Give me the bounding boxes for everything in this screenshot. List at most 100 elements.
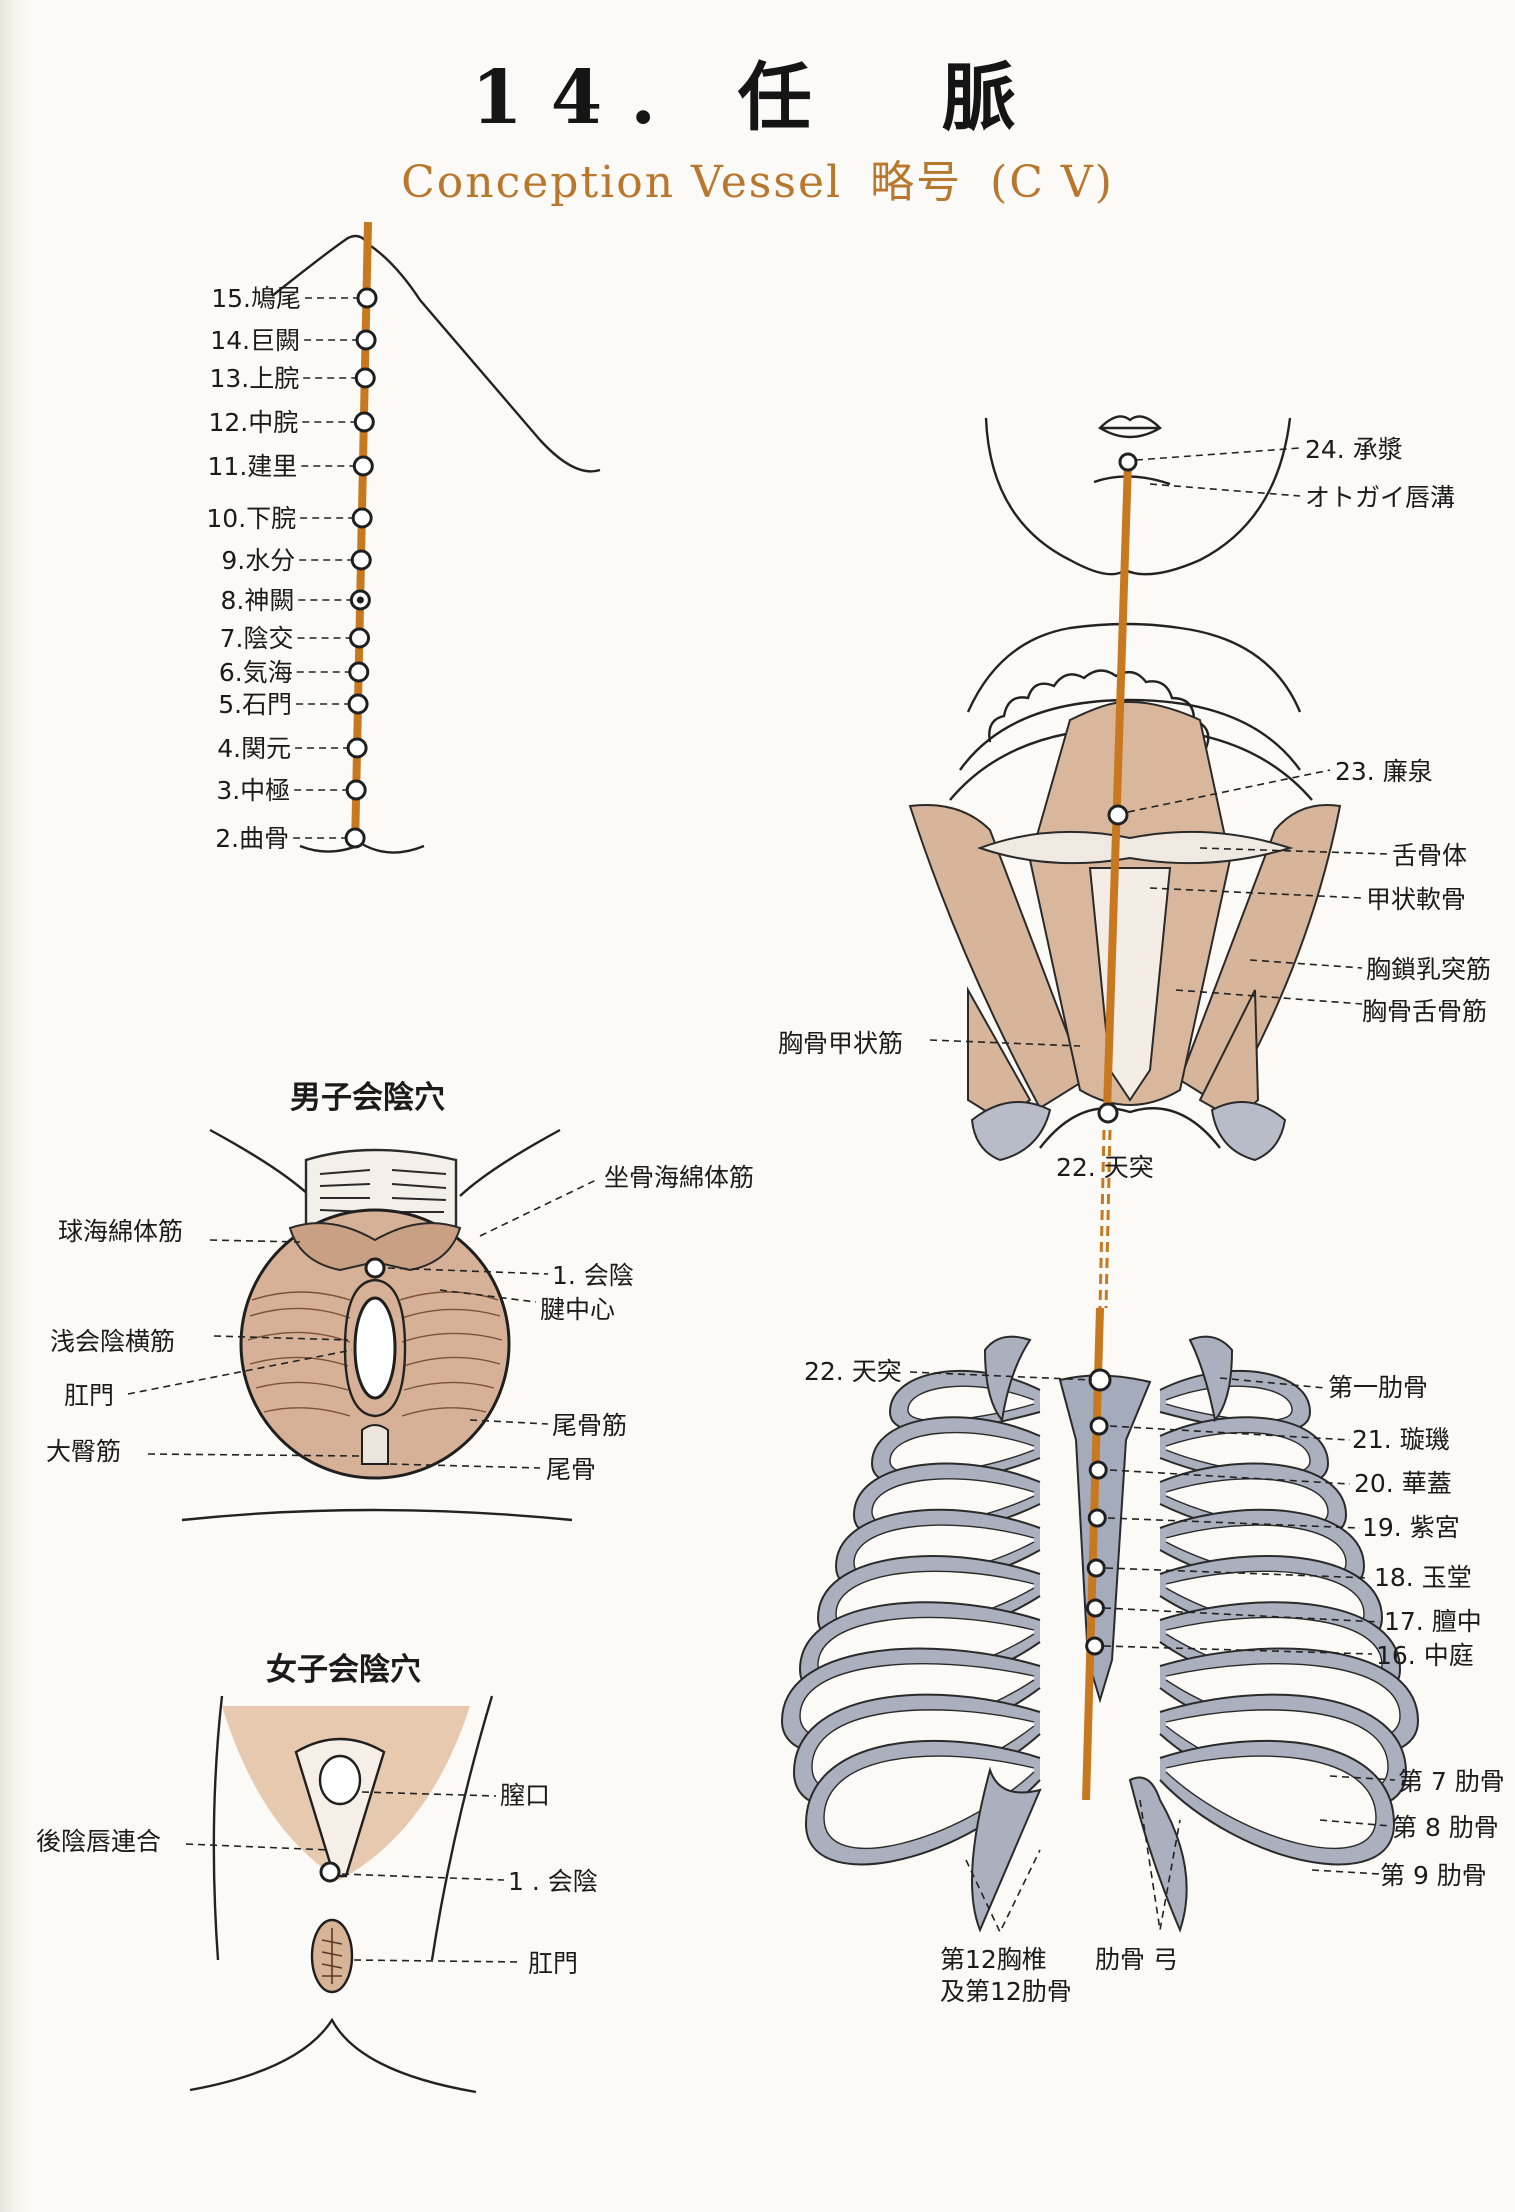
label-cv24: 24. 承漿 [1305,435,1403,464]
label-female-anus: 肛門 [528,1949,578,1978]
rib-12-left [971,1766,1042,1933]
abdomen-point [345,779,367,801]
label-mentolabial: オトガイ唇溝 [1305,483,1455,512]
male-scrotum-lines [319,1169,447,1213]
label-hyoid: 舌骨体 [1392,841,1467,870]
face-neck-meridian-line [1103,461,1132,1111]
abdomen-point [352,455,374,477]
label-rib7: 第 7 肋骨 [1398,1767,1505,1796]
lead-cv17 [1103,1607,1381,1623]
subtitle-english: Conception Vessel [401,157,843,208]
label-cv18: 18. 玉堂 [1374,1563,1472,1592]
chest-point [1089,1416,1109,1436]
page-title: 14. 任 脈 [471,55,1044,141]
abdomen-point-label: 15.鳩尾 [211,284,301,313]
face-neck-diagram: 24. 承漿 オトガイ唇溝 23. 廉泉 舌骨体 甲状軟骨 胸鎖乳突筋 胸骨舌骨… [778,415,1491,1309]
lead-coccygeus [469,1419,549,1425]
subtitle-abbr: (C V) [990,157,1114,208]
lead-commissure [185,1843,331,1851]
chest-point [1086,1558,1106,1578]
abdomen-point-label: 8.神闕 [220,586,294,615]
label-scm: 胸鎖乳突筋 [1366,955,1491,984]
male-cv1-point [364,1257,386,1279]
label-male-cv1: 1. 会陰 [552,1261,634,1290]
male-lower-outline [181,1508,573,1522]
abdomen-point [355,329,377,351]
clavicle-notch-right [1188,1335,1234,1423]
abdomen-point-label: 13.上脘 [209,364,299,393]
cv23-point [1107,804,1129,826]
lead-vagina [361,1791,497,1797]
sternal-notch-outline [1039,1107,1221,1149]
label-sternothyroid: 胸骨甲状筋 [778,1029,903,1058]
clavicle-notch-left [983,1335,1032,1423]
mandible-outline [966,622,1302,713]
lead-cv19 [1107,1517,1361,1529]
abdomen-point [349,627,371,649]
lead-cv20 [1109,1469,1351,1485]
lead-rib7 [1329,1775,1396,1781]
chest-point [1085,1636,1105,1656]
lead-cv21 [1109,1425,1351,1441]
label-ischio: 坐骨海綿体筋 [604,1163,754,1192]
female-cv1-point [319,1861,341,1883]
lead-arch [1139,1799,1181,1931]
label-rib1: 第一肋骨 [1328,1373,1428,1402]
rib-12-right [1128,1776,1188,1933]
label-commissure: 後陰唇連合 [36,1827,161,1856]
abdomen-diagram: 15.鳩尾14.巨闕13.上脘12.中脘11.建里10.下脘9.水分8.神闕7.… [206,221,601,854]
clavicle-right [1210,1101,1287,1162]
abdomen-point [346,737,368,759]
label-t12-line1: 第12胸椎 [940,1945,1047,1974]
female-lower-outline [189,2017,477,2094]
meridian-continuation-dashed-2 [1104,1129,1112,1309]
abdomen-point [344,827,366,849]
female-perineum-heading: 女子会陰穴 [266,1652,421,1688]
female-vaginal-opening [318,1754,362,1806]
abdomen-point-label: 6.気海 [219,658,293,687]
label-bulbo: 球海綿体筋 [58,1217,183,1246]
abdomen-points: 15.鳩尾14.巨闕13.上脘12.中脘11.建里10.下脘9.水分8.神闕7.… [206,284,378,853]
navel-dot [356,596,364,604]
lead-cv18 [1105,1567,1371,1579]
lead-female-cv1 [341,1873,505,1881]
lead-cv16 [1103,1645,1373,1655]
sternum-bone [1058,1374,1152,1704]
label-transverse: 浅会陰横筋 [50,1327,175,1356]
page-subtitle: Conception Vessel 略号 (C V) [0,146,1515,210]
label-cv16: 16. 中庭 [1376,1641,1474,1670]
abdomen-point-label: 11.建里 [208,452,298,481]
abdomen-point [356,287,378,309]
lead-cv23 [1127,769,1331,813]
lead-tendon [439,1289,537,1303]
abdomen-point-label: 5.石門 [218,690,292,719]
label-thyroid: 甲状軟骨 [1366,885,1466,914]
lead-rib9 [1311,1869,1381,1875]
abdomen-point-label: 14.巨闕 [210,326,300,355]
lead-transverse [213,1335,349,1341]
female-labia [294,1737,386,1878]
label-coccyx: 尾骨 [546,1455,596,1484]
rib-inner-gap [823,1755,1035,1849]
label-chest-cv22: 22. 天突 [804,1357,902,1386]
female-thigh-left [212,1695,224,1961]
abdomen-point [350,549,372,571]
label-female-cv1: 1 . 会陰 [508,1867,598,1896]
meridian-continuation-dashed [1098,1129,1106,1309]
abdomen-point-label: 9.水分 [221,546,295,575]
abdomen-point [353,411,375,433]
teeth-row [988,669,1210,749]
label-sternohyoid: 胸骨舌骨筋 [1362,997,1487,1026]
rib-inner-gap [1165,1755,1377,1849]
lead-female-anus [353,1959,521,1963]
chest-point [1088,1368,1112,1392]
lead-chest-cv22 [909,1371,1093,1381]
label-cv20: 20. 華蓋 [1354,1469,1452,1498]
chest-diagram: 22. 天突 第一肋骨 21. 璇璣 20. 華蓋 19. 紫宮 18. 玉堂 … [780,1307,1505,2006]
clavicle-left [970,1101,1052,1162]
hyoid-bone [977,830,1294,865]
lead-ischio [479,1179,597,1237]
male-perineum-diagram: 男子会陰穴 [46,1080,754,1522]
scm-left-muscle [908,804,1087,1110]
cv24-point [1118,452,1138,472]
